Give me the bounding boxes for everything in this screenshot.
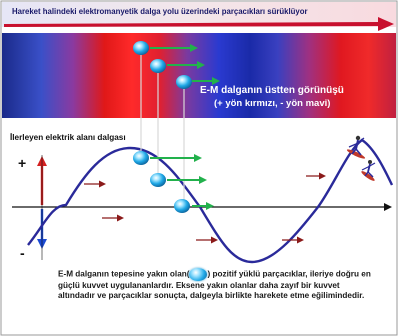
projection-lines	[140, 48, 185, 206]
particle-ball	[150, 173, 166, 187]
top-view-particles	[133, 41, 192, 89]
banner: Hareket halindeki elektromanyetik dalga …	[2, 2, 396, 31]
particle-ball	[133, 151, 149, 165]
electric-field-wave	[27, 138, 394, 264]
particle-ball	[174, 199, 190, 213]
particle-ball	[176, 75, 192, 89]
surfer-figures	[346, 135, 376, 181]
particle-ball	[150, 59, 166, 73]
banner-arrow	[4, 17, 394, 31]
field-arrows	[84, 172, 326, 244]
side-view-particles	[133, 151, 190, 213]
surfer-figure	[346, 135, 366, 159]
particle-ball	[133, 41, 149, 55]
minus-label: -	[20, 245, 25, 261]
side-view-force-arrows	[150, 154, 214, 210]
top-view-title: E-M dalganın üstten görünüşü	[200, 85, 344, 96]
caption-part-2: ) pozitif yüklü parçacıklar, ileriye doğ…	[58, 269, 371, 301]
top-view-force-arrows	[150, 44, 220, 85]
wave-label: İlerleyen elektrik alanı dalgası	[10, 132, 126, 142]
particle-ball-icon	[189, 268, 208, 281]
caption-part-1: E-M dalganın tepesine yakın olan(	[58, 269, 190, 279]
top-view-band: E-M dalganın üstten görünüşü (+ yön kırm…	[2, 33, 396, 118]
caption: E-M dalganın tepesine yakın olan() pozit…	[58, 268, 376, 301]
banner-text: Hareket halindeki elektromanyetik dalga …	[12, 7, 308, 16]
plus-label: +	[18, 155, 26, 171]
top-view-subtitle: (+ yön kırmızı, - yön mavi)	[214, 98, 330, 109]
surfer-figure	[361, 160, 376, 181]
